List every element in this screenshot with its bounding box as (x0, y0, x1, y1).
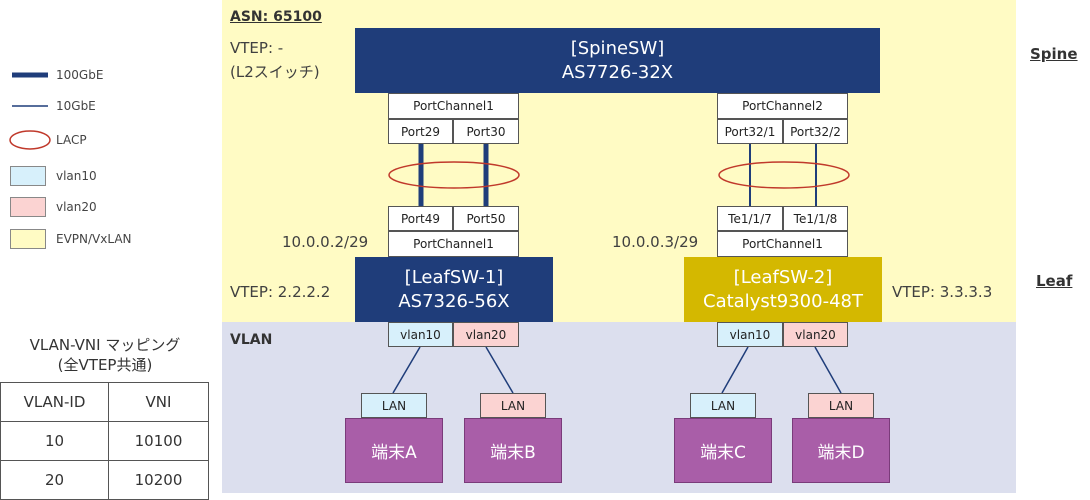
table-cell-vni: 10200 (108, 460, 209, 500)
leaf1-ip: 10.0.0.2/29 (282, 233, 369, 251)
spine-portchannel1[interactable]: PortChannel1 (388, 93, 519, 119)
link-leaf2-vlan10-lan (721, 346, 749, 394)
legend-lacp-ellipse (9, 130, 51, 150)
leaf2-vlan20[interactable]: vlan20 (783, 322, 848, 347)
leaf1-portchannel1[interactable]: PortChannel1 (388, 231, 519, 257)
leaf1-port50[interactable]: Port50 (453, 206, 519, 231)
leaf2-vtep: VTEP: 3.3.3.3 (892, 283, 993, 301)
legend-vlan20-swatch (10, 197, 46, 217)
leaf2-te1-1-7[interactable]: Te1/1/7 (717, 206, 783, 231)
terminal-a[interactable]: 端末A (345, 418, 443, 483)
vlan-zone-label: VLAN (230, 332, 273, 348)
spine-port30[interactable]: Port30 (453, 119, 519, 144)
lacp-ellipse-leaf1 (388, 161, 520, 189)
spine-switch-name: [SpineSW] (570, 37, 665, 59)
table-header-vni: VNI (108, 382, 209, 422)
leaf1-vlan20[interactable]: vlan20 (453, 322, 519, 347)
leaf2-ip: 10.0.0.3/29 (612, 233, 699, 251)
table-header-vlan-id: VLAN-ID (0, 382, 109, 422)
leaf1-port49[interactable]: Port49 (388, 206, 453, 231)
legend-100gbe-label: 100GbE (56, 68, 104, 82)
link-leaf1-vlan20-lan (485, 346, 514, 394)
mapping-title: VLAN-VNI マッピング (全VTEP共通) (0, 335, 210, 375)
table-cell-vlan-id: 10 (0, 421, 109, 461)
legend-vlan20-label: vlan20 (56, 200, 97, 214)
leaf2-switch-model: Catalyst9300-48T (703, 290, 863, 312)
leaf2-switch[interactable]: [LeafSW-2] Catalyst9300-48T (684, 257, 882, 322)
mapping-title-line2: (全VTEP共通) (57, 356, 153, 374)
leaf1-vtep: VTEP: 2.2.2.2 (230, 283, 331, 301)
legend-lacp-label: LACP (56, 133, 87, 147)
leaf1-switch[interactable]: [LeafSW-1] AS7326-56X (355, 257, 553, 322)
lacp-ellipse-leaf2 (718, 161, 850, 189)
spine-vtep-line1: VTEP: - (230, 39, 284, 57)
link-leaf2-vlan20-lan (814, 346, 842, 394)
leaf2-portchannel1[interactable]: PortChannel1 (717, 231, 848, 257)
legend-vlan10-label: vlan10 (56, 169, 97, 183)
terminal-b-lan: LAN (480, 393, 546, 418)
terminal-d[interactable]: 端末D (792, 418, 890, 483)
leaf2-vlan10[interactable]: vlan10 (717, 322, 783, 347)
link-leaf1-vlan10-lan (392, 346, 421, 394)
table-header-row: VLAN-ID VNI (0, 382, 209, 422)
legend-evpn-label: EVPN/VxLAN (56, 232, 132, 246)
terminal-c[interactable]: 端末C (674, 418, 772, 483)
table-row: 10 10100 (0, 421, 209, 461)
spine-switch-model: AS7726-32X (561, 61, 674, 83)
spine-port32-2[interactable]: Port32/2 (783, 119, 848, 144)
leaf2-te1-1-8[interactable]: Te1/1/8 (783, 206, 848, 231)
legend-10gbe-label: 10GbE (56, 99, 96, 113)
legend-vlan10-swatch (10, 166, 46, 186)
tier-spine-label: Spine (1030, 45, 1078, 63)
spine-vtep-line2: (L2スイッチ) (230, 63, 320, 81)
spine-portchannel2[interactable]: PortChannel2 (717, 93, 848, 119)
asn-label: ASN: 65100 (230, 9, 322, 25)
tier-leaf-label: Leaf (1036, 272, 1073, 290)
spine-switch[interactable]: [SpineSW] AS7726-32X (355, 28, 880, 93)
terminal-b[interactable]: 端末B (464, 418, 562, 483)
spine-port32-1[interactable]: Port32/1 (717, 119, 783, 144)
terminal-c-lan: LAN (690, 393, 756, 418)
terminal-d-lan: LAN (808, 393, 874, 418)
leaf1-switch-model: AS7326-56X (398, 290, 510, 312)
mapping-title-line1: VLAN-VNI マッピング (29, 336, 181, 354)
vlan-vni-table: VLAN-ID VNI 10 10100 20 10200 (0, 382, 209, 500)
table-cell-vni: 10100 (108, 421, 209, 461)
legend-evpn-swatch (10, 229, 46, 249)
table-row: 20 10200 (0, 460, 209, 500)
terminal-a-lan: LAN (361, 393, 427, 418)
table-cell-vlan-id: 20 (0, 460, 109, 500)
leaf1-switch-name: [LeafSW-1] (404, 266, 504, 288)
spine-port29[interactable]: Port29 (388, 119, 453, 144)
leaf1-vlan10[interactable]: vlan10 (388, 322, 453, 347)
leaf2-switch-name: [LeafSW-2] (733, 266, 833, 288)
